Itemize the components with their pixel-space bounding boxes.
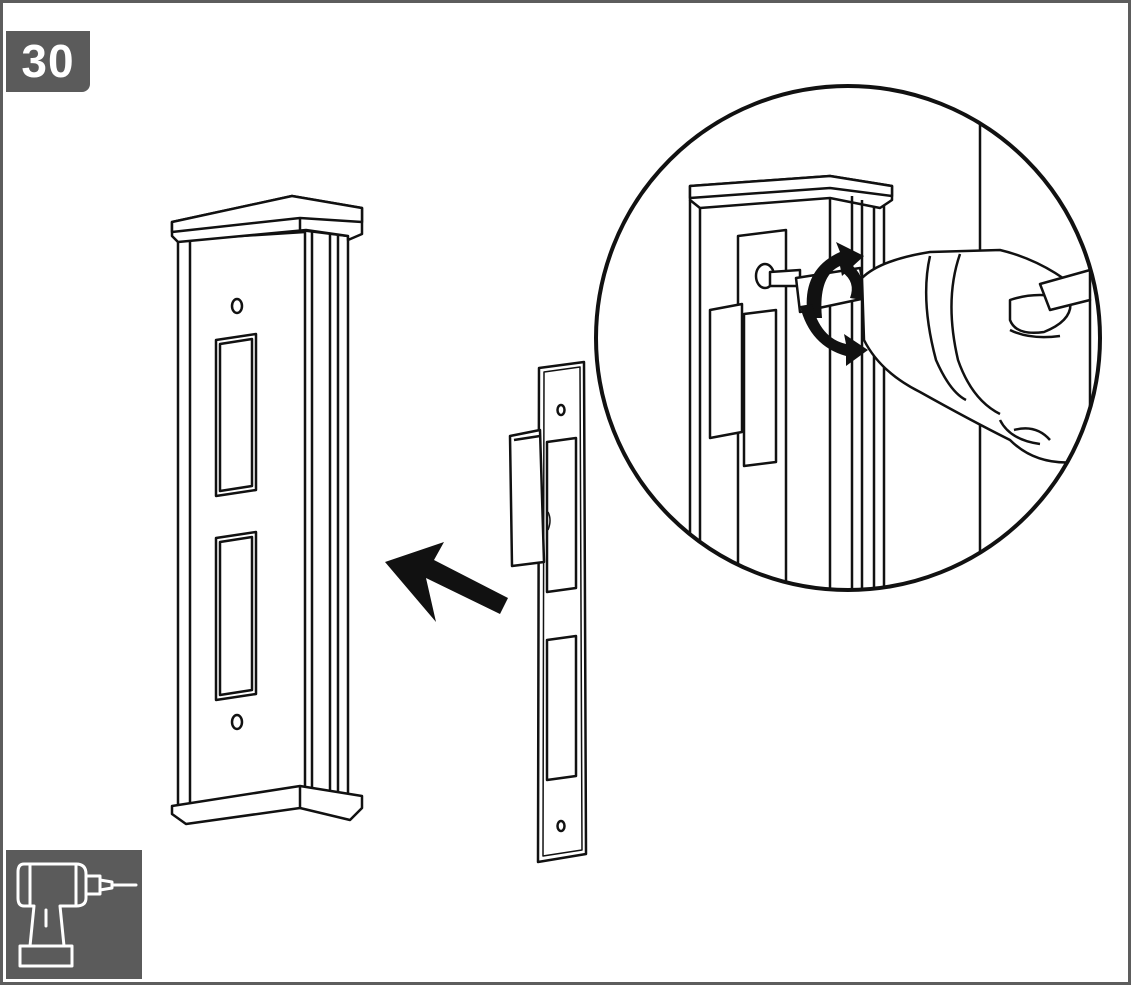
power-drill-icon xyxy=(16,862,138,968)
step-number-badge: 30 xyxy=(6,31,90,92)
arrow-icon xyxy=(385,542,508,622)
strike-plate-icon xyxy=(508,360,588,864)
drill-detail-icon xyxy=(594,84,1102,592)
strike-box-icon xyxy=(170,194,364,826)
tool-badge xyxy=(6,850,142,979)
rotate-arrows-icon xyxy=(800,242,868,366)
